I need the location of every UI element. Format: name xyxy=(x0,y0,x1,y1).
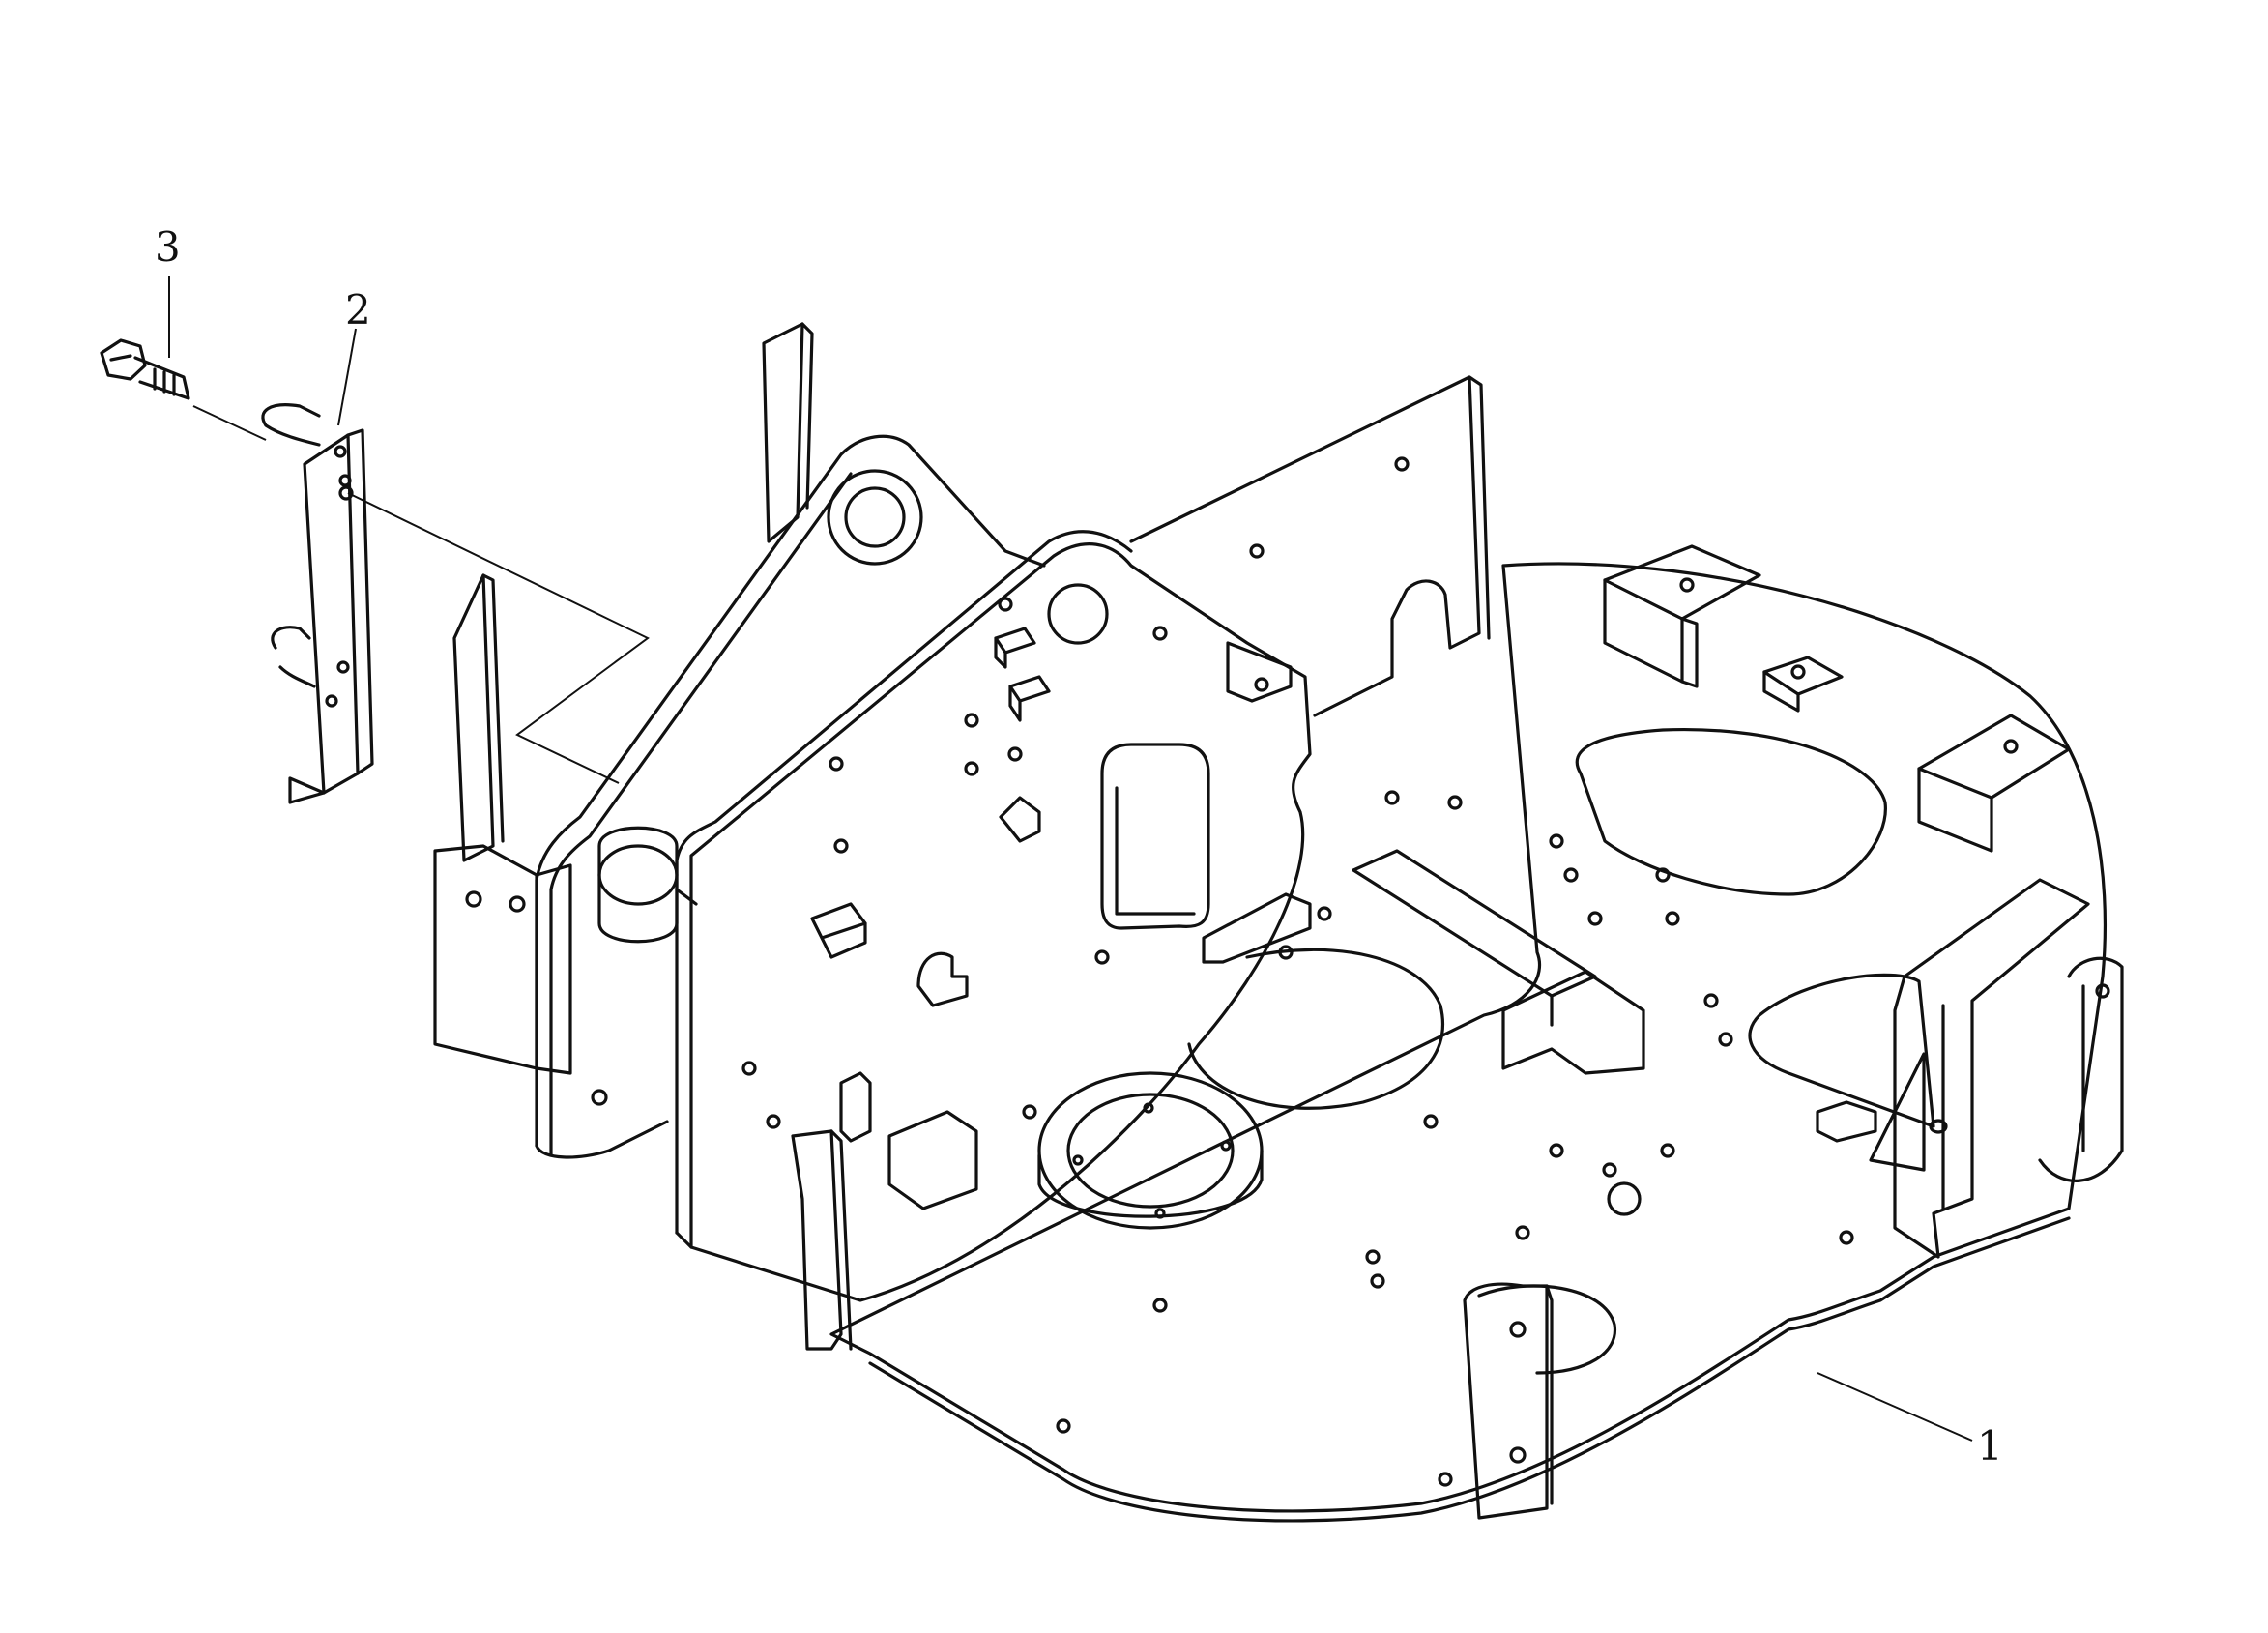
left-support-block xyxy=(433,844,538,1070)
rear-wall-plate xyxy=(1129,375,1481,717)
right-handle xyxy=(2038,956,2124,1182)
inner-boom-plate xyxy=(535,434,1046,1148)
callout-part-1: 1 xyxy=(1977,1422,2003,1470)
upper-right-cutout xyxy=(1575,727,1887,896)
right-tall-bracket xyxy=(1893,878,2090,1259)
centre-cutout xyxy=(1187,948,1445,1110)
rear-bracket-b xyxy=(1917,714,2071,800)
right-cutout xyxy=(1748,973,1935,1128)
left-strut-upper xyxy=(762,322,804,543)
boom-boss-upper xyxy=(827,469,923,566)
leader-1 xyxy=(1817,1372,1973,1442)
leader-lines xyxy=(168,276,1973,1442)
callouts: 3 2 1 xyxy=(155,223,2003,1470)
base-plate-edge xyxy=(868,1216,2071,1523)
small-block xyxy=(1762,656,1844,696)
left-strut-lower xyxy=(452,573,495,862)
flange-bolt xyxy=(100,338,190,400)
centre-channel xyxy=(1352,849,1597,998)
callout-part-3: 3 xyxy=(155,223,181,271)
revolving-frame xyxy=(433,322,2124,1523)
base-plate-outline xyxy=(829,562,2108,1513)
channel-bracket xyxy=(1501,970,1645,1075)
boom-boss-left xyxy=(1047,583,1109,645)
front-bumper-bracket xyxy=(1463,1282,1549,1520)
callout-part-2: 2 xyxy=(345,286,371,334)
leader-2 xyxy=(337,328,357,426)
side-plate-window xyxy=(1100,743,1210,930)
bolt-holes xyxy=(465,456,2110,1487)
rear-bracket-a xyxy=(1603,544,1761,621)
mounting-bracket xyxy=(261,403,374,804)
left-side-plate xyxy=(689,542,1312,1302)
front-left-strut xyxy=(791,1129,843,1351)
